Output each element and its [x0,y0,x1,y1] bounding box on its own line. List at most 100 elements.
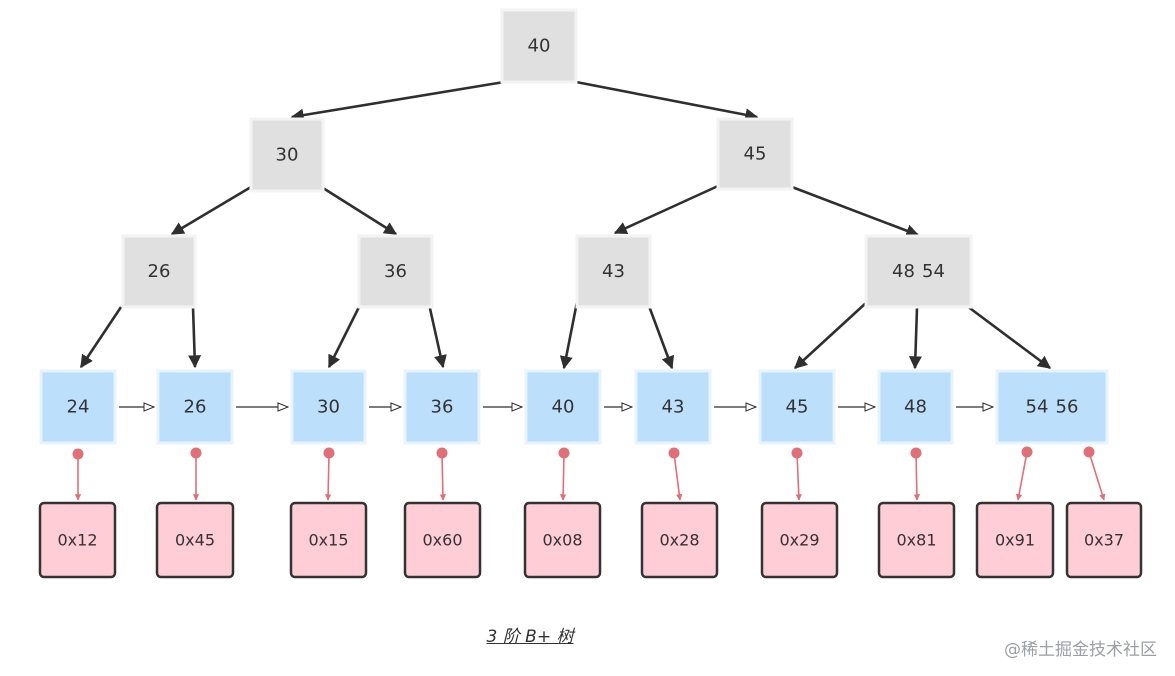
watermark: @稀土掘金技术社区 [1004,640,1157,660]
leaf-node-box [524,369,602,445]
record-pointer-dot [1021,446,1033,458]
internal-node: 45 [716,117,794,191]
record-pointer-dot [436,447,448,459]
record-pointer-dot [323,447,335,459]
data-record-key: 0x29 [779,531,819,550]
leaf-node-box [403,369,481,445]
tree-edge [613,184,719,235]
internal-node-key: 26 [148,261,171,282]
record-pointer [559,452,567,501]
internal-node-key: 45 [744,144,767,165]
internal-node-key: 36 [384,261,407,282]
data-record-box [975,501,1055,579]
data-record: 0x15 [289,501,368,579]
internal-node-key: 54 [922,261,945,282]
tree-edge [290,80,505,122]
leaf-node-box [758,369,836,445]
data-record-box [155,501,235,579]
internal-node: 40 [500,8,578,84]
data-record: 0x60 [403,501,482,579]
leaf-node: 24 [39,369,117,445]
leaf-node-key: 43 [662,397,685,418]
leaf-node-key: 26 [184,397,207,418]
internal-node-box [500,8,578,84]
leaf-node-key: 56 [1056,397,1079,418]
internal-node-box [249,117,325,193]
data-record: 0x08 [523,501,602,579]
record-pointer-dot [72,448,84,460]
leaf-node: 36 [403,369,481,445]
record-pointer-dot [791,447,803,459]
internal-node: 26 [121,234,197,309]
internal-node-key: 40 [528,36,551,57]
internal-node: 48 54 [864,234,973,309]
data-record: 0x29 [760,501,839,579]
record-pointer-dot [910,447,922,459]
record-pointer [439,452,447,501]
record-pointer [795,452,802,501]
data-record: 0x91 [975,501,1055,579]
data-record: 0x45 [155,501,235,579]
data-record-box [523,501,602,579]
tree-edge [170,185,252,236]
internal-node-box [716,117,794,191]
leaf-node-key: 40 [552,397,575,418]
record-pointer-dot [190,447,202,459]
leaf-node: 40 [524,369,602,445]
leaf-node-key: 45 [786,397,809,418]
leaf-node-box [39,369,117,445]
data-record-key: 0x15 [308,531,348,550]
leaf-node: 26 [156,369,234,445]
tree-edge [559,301,579,370]
internal-node-key: 30 [276,145,299,166]
leaf-node-key: 48 [904,397,927,418]
internal-node-box [575,234,652,309]
tree-edge [427,303,447,369]
tree-edge [908,307,922,370]
data-record-key: 0x60 [422,531,462,550]
tree-edge [188,306,202,369]
internal-node: 36 [357,234,434,309]
internal-node-box [121,234,197,309]
record-pointer [913,452,921,501]
internal-node: 30 [249,117,325,193]
leaf-node-box [995,369,1109,445]
data-record-key: 0x91 [995,531,1035,550]
tree-edge [966,304,1052,370]
leaf-node: 43 [634,369,712,445]
tree-edge [794,301,868,369]
internal-node-box [864,234,973,309]
leaf-node-key: 30 [317,397,340,418]
record-pointer-dot [558,447,570,459]
internal-node-key: 48 [892,261,915,282]
record-pointer [324,452,332,501]
data-record-box [877,501,956,579]
tree-edge [327,304,362,369]
leaf-node-box [290,369,367,445]
data-record-box [760,501,839,579]
data-record-key: 0x12 [57,531,97,550]
data-record-key: 0x45 [175,531,215,550]
record-pointer [1088,451,1106,501]
record-pointer [1015,451,1028,501]
internal-node-box [357,234,434,309]
leaf-node: 30 [290,369,367,445]
record-pointer [673,452,683,501]
data-record: 0x81 [877,501,956,579]
leaf-node-box [634,369,712,445]
data-record: 0x28 [640,501,719,579]
data-record: 0x12 [38,501,117,579]
diagram-caption: 3 阶 B+ 树 [486,627,574,647]
data-record: 0x37 [1065,501,1143,579]
leaf-node-key: 24 [67,397,90,418]
tree-edge [647,305,675,370]
leaf-node-box [156,369,234,445]
tree-edge [322,186,398,236]
data-record-key: 0x37 [1084,531,1124,550]
leaf-node: 48 [877,369,954,445]
data-record-key: 0x08 [542,531,582,550]
data-record-box [640,501,719,579]
